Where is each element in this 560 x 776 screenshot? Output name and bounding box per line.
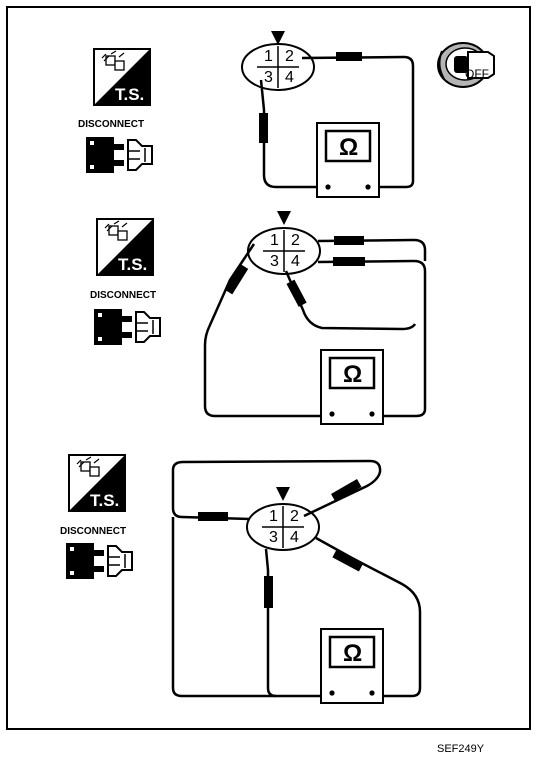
connector-1: 1 2 3 4 (241, 31, 315, 91)
pin-3-label: 3 (264, 69, 273, 86)
pin-3-label: 3 (269, 529, 278, 546)
disconnect-connector-icon (85, 136, 153, 174)
pin-4-label: 4 (285, 69, 294, 86)
disconnect-connector-icon (65, 542, 133, 580)
probe-3 (286, 279, 307, 307)
pin-1-label: 1 (269, 508, 278, 525)
step-3-group: T.S. DISCONNECT 1 2 3 4 Ω (60, 454, 422, 705)
probe-2 (331, 479, 362, 502)
pin-4-label: 4 (290, 529, 299, 546)
probe-leads-1 (259, 55, 415, 189)
probe-4 (332, 549, 364, 572)
pin-2-label: 2 (290, 508, 299, 525)
connector-3: 1 2 3 4 (246, 487, 320, 551)
disconnect-label: DISCONNECT (78, 119, 144, 130)
disconnect-label: DISCONNECT (90, 290, 156, 301)
pin-2-label: 2 (291, 232, 300, 249)
ignition-state-label: OFF (465, 67, 489, 81)
disconnect-connector-icon (93, 308, 161, 346)
ohmmeter-symbol: Ω (343, 640, 362, 667)
probe-2 (259, 113, 268, 143)
figure-frame (6, 6, 531, 730)
pin-1-label: 1 (264, 48, 273, 65)
tool-badge-label: T.S. (115, 85, 144, 104)
tool-badge-label: T.S. (118, 255, 147, 274)
probe-2 (333, 257, 365, 266)
pin-2-label: 2 (285, 48, 294, 65)
step-2-group: T.S. DISCONNECT 1 2 3 4 Ω (90, 211, 427, 426)
probe-3 (264, 576, 273, 608)
pin-1-label: 1 (270, 232, 279, 249)
ohmmeter-symbol: Ω (339, 134, 358, 161)
connector-2: 1 2 3 4 (247, 211, 321, 275)
step-1-group: T.S. DISCONNECT 1 2 3 4 Ω OFF (78, 31, 495, 198)
disconnect-label: DISCONNECT (60, 526, 126, 537)
probe-4 (224, 264, 249, 295)
pin-3-label: 3 (270, 253, 279, 270)
probe-1 (334, 236, 364, 245)
pin-4-label: 4 (291, 253, 300, 270)
probe-1 (198, 512, 228, 521)
figure-code: SEF249Y (437, 743, 485, 755)
ohmmeter-symbol: Ω (343, 361, 362, 388)
probe-1 (336, 52, 362, 61)
probe-leads-2 (203, 238, 427, 418)
tool-badge-label: T.S. (90, 491, 119, 510)
probe-leads-3 (171, 459, 422, 698)
